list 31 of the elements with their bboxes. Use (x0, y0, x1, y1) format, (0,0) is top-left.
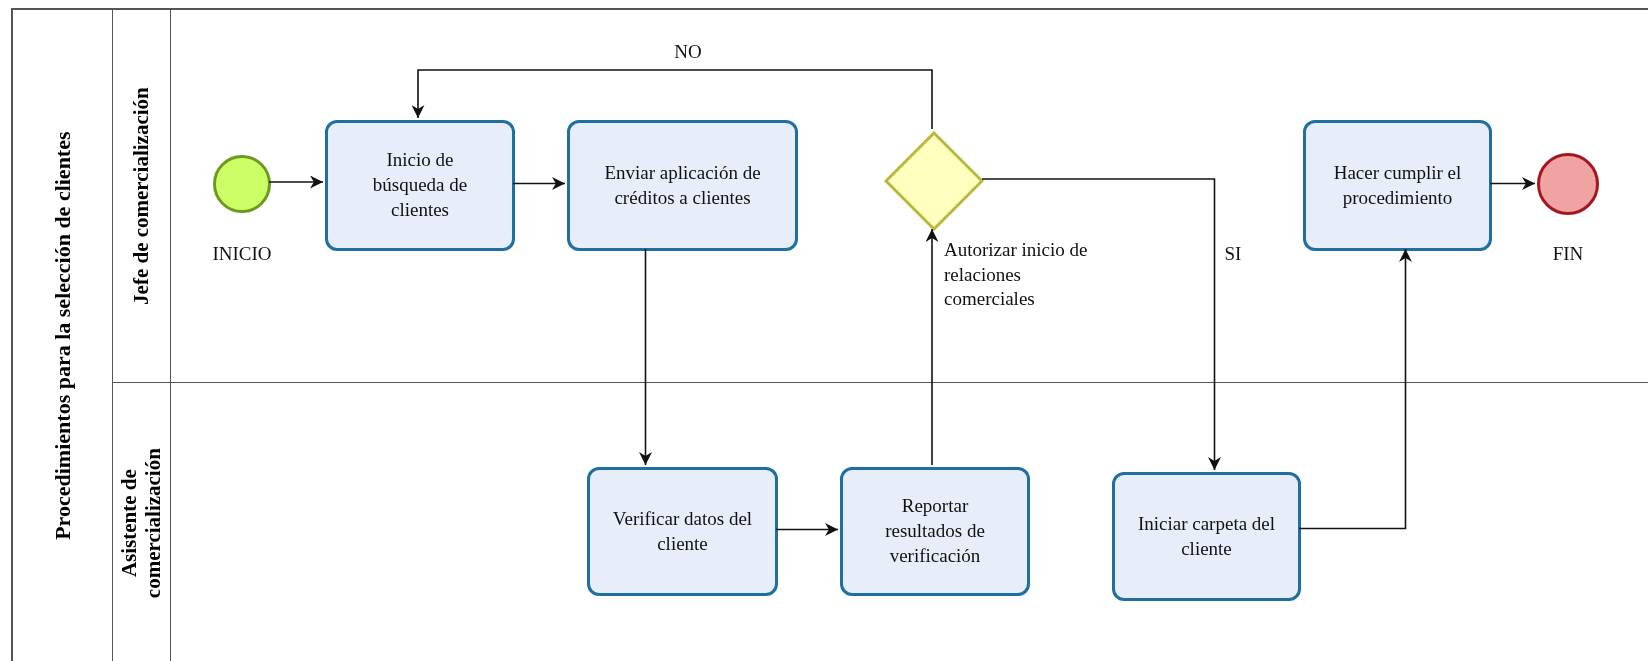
task-label: Hacer cumplir el procedimiento (1332, 160, 1463, 210)
flow-arrow (1298, 248, 1412, 530)
event-label: FIN (1551, 242, 1585, 266)
decision-diamond (884, 131, 984, 231)
lane-title: Jefe de comercialización (128, 86, 154, 307)
flow-arrow (1489, 177, 1536, 190)
task-box (840, 467, 1030, 596)
task-label: Verificar datos del cliente (612, 506, 753, 556)
event-label: INICIO (211, 242, 273, 266)
task-label: Inicio de búsqueda de clientes (371, 148, 469, 222)
flow-arrow (411, 69, 933, 130)
event-circle (213, 155, 271, 213)
task-box (567, 120, 798, 251)
task-label: Iniciar carpeta del cliente (1137, 511, 1276, 561)
flow-arrow (925, 228, 939, 466)
task-label: Reportar resultados de verificación (884, 494, 986, 568)
task-box (587, 467, 778, 596)
event-label: Autorizar inicio de relaciones comerciales (944, 238, 1089, 312)
pool (11, 8, 1648, 661)
task-label: Enviar aplicación de créditos a clientes (603, 160, 762, 210)
flow-arrow (512, 177, 566, 190)
flow-arrow (775, 523, 839, 536)
task-box (325, 120, 515, 251)
task-box (1303, 120, 1492, 251)
swimlane (112, 10, 1648, 383)
flow-arrow (981, 178, 1221, 471)
flow-arrow (268, 175, 324, 189)
pool-title: Procedimientos para la selección de clientes (49, 130, 76, 542)
lane-title: Asistente de comercialización (116, 446, 166, 601)
flow-arrow (639, 248, 652, 466)
task-box (1112, 472, 1301, 601)
